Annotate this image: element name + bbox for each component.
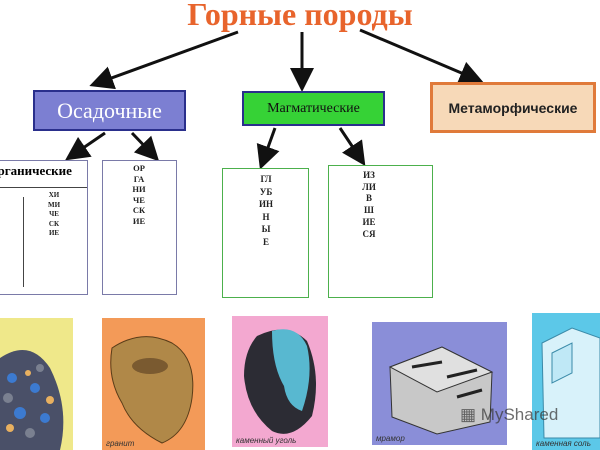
rock-image-salt: каменная соль xyxy=(532,313,600,450)
arrow-organic xyxy=(65,131,106,161)
inorganic-box: ОРГАНИЧЕСКИЕ xyxy=(102,160,177,295)
sedimentary-box: Осадочные xyxy=(33,90,186,131)
deep-box: ГЛУБИННЫЕ xyxy=(222,168,309,298)
igneous-box: Магматические xyxy=(242,91,385,126)
inorganic-label: ОРГАНИЧЕСКИЕ xyxy=(132,163,146,226)
arrow-deep xyxy=(256,127,280,170)
metamorphic-box: Метаморфические xyxy=(430,82,596,133)
watermark-logo-icon: ▦ xyxy=(460,405,481,424)
image-caption: гранит xyxy=(106,439,135,448)
arrow-sedimentary xyxy=(89,30,239,90)
image-caption: каменный уголь xyxy=(236,436,297,445)
image-caption: каменная соль xyxy=(536,439,591,448)
chemical-label: ХИМИЧЕСКИЕ xyxy=(47,191,61,237)
rock-image-marble: мрамор xyxy=(372,322,507,445)
divider xyxy=(23,197,24,287)
image-caption: мрамор xyxy=(376,434,405,443)
deep-label: ГЛУБИННЫЕ xyxy=(259,174,274,247)
watermark-text: MyShared xyxy=(480,405,559,424)
page-title: Горные породы xyxy=(187,0,413,32)
rock-image-granite: гранит xyxy=(102,318,205,450)
arrow-effusive xyxy=(338,127,366,166)
watermark: ▦ MyShared xyxy=(460,405,558,425)
effusive-label: ИЗЛИВШИЕСЯ xyxy=(362,170,376,239)
organic-header: органические xyxy=(0,163,72,178)
rock-image-coal: каменный уголь xyxy=(232,316,328,447)
arrows xyxy=(65,28,484,170)
effusive-box: ИЗЛИВШИЕСЯ xyxy=(328,165,433,298)
rock-image-pebbles xyxy=(0,318,73,450)
organic-box: органические ХИМИЧЕСКИЕ xyxy=(0,160,88,295)
arrow-inorganic xyxy=(130,131,160,162)
arrow-metamorphic xyxy=(359,28,484,85)
divider xyxy=(0,187,87,188)
